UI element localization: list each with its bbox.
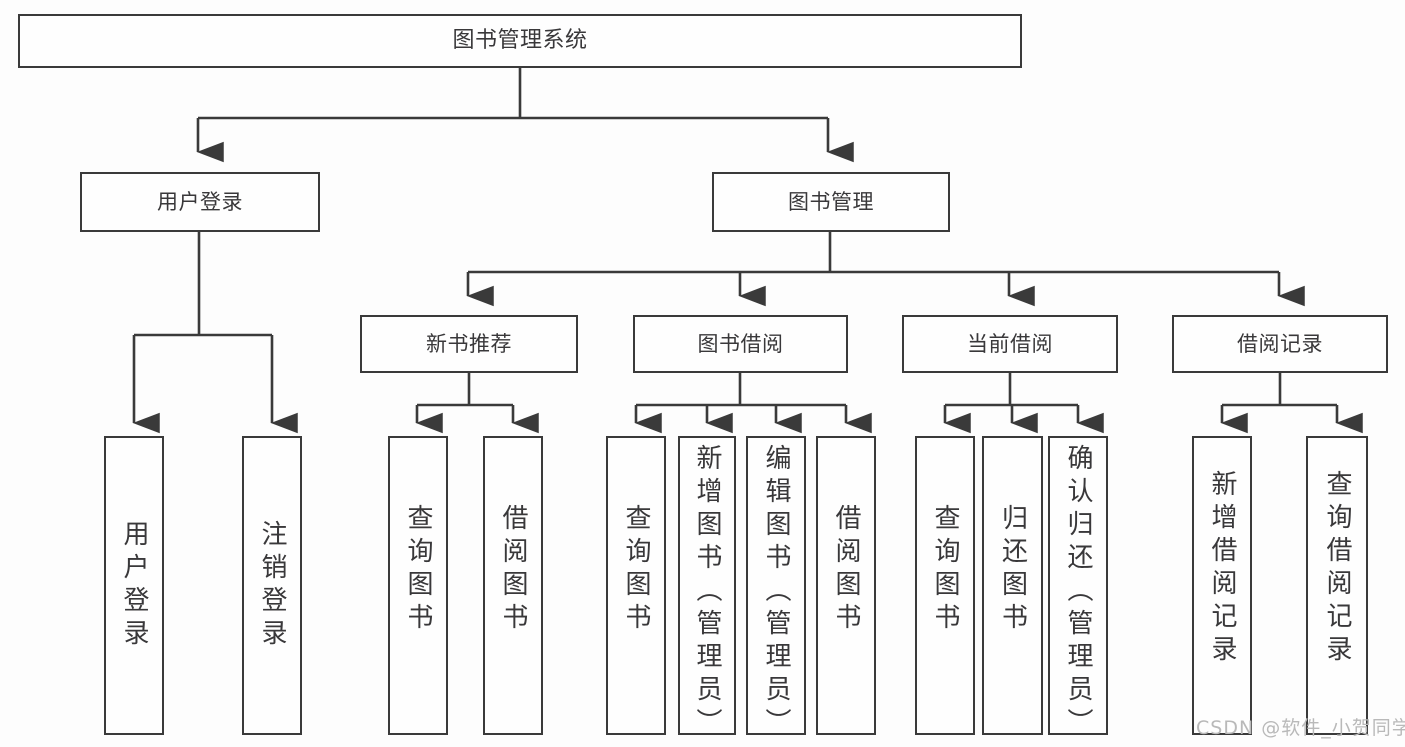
node-label: 新增图书（管理员）	[692, 444, 722, 741]
node-label: 查询图书	[403, 504, 433, 636]
node-label: 借阅图书	[831, 504, 861, 636]
node-label: 新增借阅记录	[1207, 470, 1237, 668]
node-label: 查询图书	[621, 504, 651, 636]
leaf-book-borrow-query-book[interactable]: 查询图书	[606, 436, 666, 735]
leaf-book-borrow-borrow-book[interactable]: 借阅图书	[816, 436, 876, 735]
node-label: 编辑图书（管理员）	[761, 444, 791, 741]
node-label: 图书管理	[788, 189, 874, 214]
node-label: 注销登录	[257, 520, 287, 652]
node-borrow-record[interactable]: 借阅记录	[1172, 315, 1388, 373]
leaf-new-book-query-book[interactable]: 查询图书	[388, 436, 448, 735]
node-user-login[interactable]: 用户登录	[80, 172, 320, 232]
node-label: 用户登录	[119, 520, 149, 652]
leaf-book-borrow-add-book-admin[interactable]: 新增图书（管理员）	[678, 436, 736, 741]
node-label: 确认归还（管理员）	[1063, 444, 1093, 741]
leaf-book-borrow-edit-book-admin[interactable]: 编辑图书（管理员）	[746, 436, 806, 741]
node-root-book-management-system[interactable]: 图书管理系统	[18, 14, 1022, 68]
leaf-borrow-record-add-record[interactable]: 新增借阅记录	[1192, 436, 1252, 735]
node-book-borrow[interactable]: 图书借阅	[633, 315, 848, 373]
node-label: 归还图书	[997, 504, 1028, 636]
node-new-book-recommend[interactable]: 新书推荐	[360, 315, 578, 373]
node-label: 用户登录	[157, 189, 243, 214]
leaf-current-borrow-confirm-return-admin[interactable]: 确认归还（管理员）	[1048, 436, 1108, 741]
leaf-new-book-borrow-book[interactable]: 借阅图书	[483, 436, 543, 735]
node-label: 借阅图书	[498, 504, 528, 636]
node-current-borrow[interactable]: 当前借阅	[902, 315, 1118, 373]
node-label: 图书借阅	[697, 331, 784, 356]
node-label: 查询借阅记录	[1322, 470, 1352, 668]
leaf-current-borrow-query-book[interactable]: 查询图书	[915, 436, 975, 735]
leaf-borrow-record-query-record[interactable]: 查询借阅记录	[1306, 436, 1368, 735]
leaf-user-login-login[interactable]: 用户登录	[104, 436, 164, 735]
csdn-watermark: CSDN @软件_小贺同学	[1196, 717, 1405, 739]
node-book-management[interactable]: 图书管理	[712, 172, 950, 232]
leaf-user-login-logout[interactable]: 注销登录	[242, 436, 302, 735]
node-label: 当前借阅	[967, 331, 1053, 356]
leaf-current-borrow-return-book[interactable]: 归还图书	[982, 436, 1043, 735]
node-label: 图书管理系统	[452, 28, 588, 54]
node-label: 新书推荐	[426, 331, 512, 356]
node-label: 查询图书	[930, 504, 960, 636]
node-label: 借阅记录	[1237, 331, 1323, 356]
